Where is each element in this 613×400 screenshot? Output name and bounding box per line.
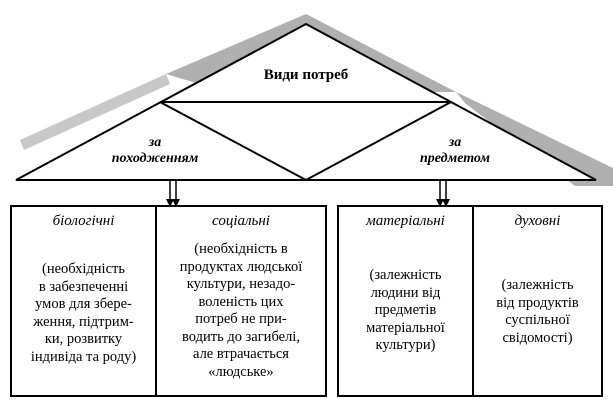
description-line: водить до загибелі, <box>182 328 300 345</box>
branch-label-subject-line-2: предметом <box>420 151 490 166</box>
description-line: але втрачається <box>193 346 289 362</box>
inner-roof-lines <box>159 101 452 182</box>
category-title-spiritual: духовні <box>514 213 561 229</box>
description-line: умов для збере- <box>35 296 132 312</box>
branch-label-subject-line-1: за <box>448 135 462 150</box>
category-title-biological: біологічні <box>52 213 115 229</box>
branch-label-origin-line-1: за <box>148 135 162 150</box>
description-line: культури, незадо- <box>186 276 296 292</box>
description-line: ки, розвитку <box>44 331 123 347</box>
arrowhead-right-2 <box>442 199 450 207</box>
category-title-social: соціальні <box>212 213 270 229</box>
description-line: потреб не при- <box>195 311 287 327</box>
roof-shadow-right <box>456 92 613 186</box>
description-line: ження, підтрим- <box>33 313 134 330</box>
category-box-material: матеріальні (залежність людини від предм… <box>337 205 474 397</box>
description-line: продуктах людської <box>179 258 303 275</box>
description-line: «людське» <box>208 363 274 380</box>
description-line: від продуктів <box>496 294 579 311</box>
arrowhead-left-1 <box>166 199 174 207</box>
roof-shadow-left <box>20 74 170 150</box>
category-description-material: (залежність людини від предметів матеріа… <box>339 267 472 355</box>
category-box-spiritual: духовні (залежність від продуктів суспіл… <box>472 205 603 397</box>
description-line: матеріальної <box>366 319 445 336</box>
category-description-spiritual: (залежність від продуктів суспільної сві… <box>474 277 601 347</box>
branch-label-subject: за предметом <box>380 135 530 167</box>
description-line: (залежність <box>369 267 442 283</box>
category-box-social: соціальні (необхідність в продуктах людс… <box>155 205 327 397</box>
description-line: свідомості) <box>502 329 573 346</box>
description-line: воленість цих <box>198 293 284 310</box>
description-line: культури) <box>375 337 436 353</box>
category-box-biological: біологічні (необхідність в забезпеченні … <box>10 205 157 397</box>
description-line: (необхідність в <box>194 241 288 257</box>
arrowhead-right-1 <box>436 199 444 207</box>
diagram-title: Види потреб <box>263 67 349 83</box>
description-line: (необхідність <box>42 261 125 277</box>
description-line: в забезпеченні <box>38 278 129 295</box>
description-line: суспільної <box>505 312 570 328</box>
description-line: індивіда та роду) <box>30 348 137 365</box>
arrowhead-left-2 <box>172 199 180 207</box>
description-line: людини від <box>370 284 441 301</box>
branch-label-origin-line-2: походженням <box>111 151 199 166</box>
category-description-social: (необхідність в продуктах людської культ… <box>157 241 325 381</box>
description-line: (залежність <box>501 277 574 293</box>
category-description-biological: (необхідність в забезпеченні умов для зб… <box>12 261 155 366</box>
description-line: предметів <box>374 302 437 318</box>
branch-label-origin: за походженням <box>80 135 230 167</box>
category-title-material: матеріальні <box>366 213 445 229</box>
